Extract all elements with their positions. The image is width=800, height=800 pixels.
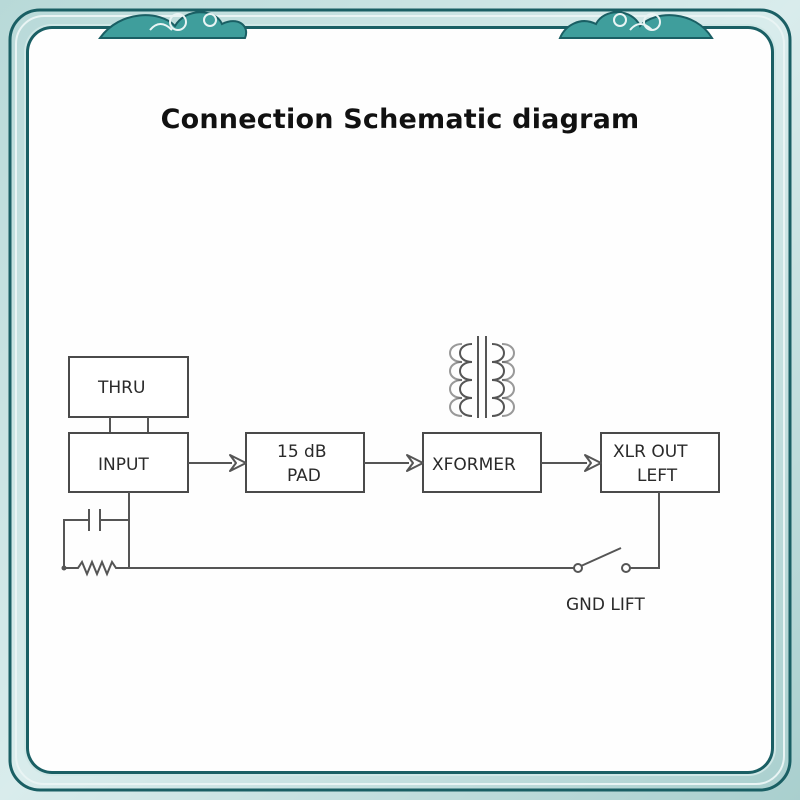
- xlr-label-line1: XLR OUT: [613, 442, 688, 462]
- capacitor-icon: [63, 509, 129, 568]
- arrow-input-to-pad-icon: [188, 454, 247, 472]
- input-label: INPUT: [98, 455, 149, 475]
- thru-label: THRU: [97, 378, 145, 398]
- gnd-lift-label: GND LIFT: [566, 595, 645, 615]
- xlr-label-line2: LEFT: [637, 466, 678, 486]
- arrow-pad-to-xformer-icon: [364, 454, 424, 472]
- input-block: [68, 432, 189, 493]
- pad-label-line1: 15 dB: [277, 442, 327, 462]
- arrow-xformer-to-xlr-icon: [541, 454, 602, 472]
- transformer-symbol-icon: [449, 336, 515, 418]
- pad-label-line2: PAD: [287, 466, 321, 486]
- cloud-ornament-left-icon: [98, 11, 248, 39]
- xlr-out-block: [600, 432, 720, 493]
- gnd-lift-switch-icon: [573, 492, 660, 573]
- cloud-ornament-right-icon: [558, 11, 714, 39]
- thru-block: [68, 356, 189, 418]
- resistor-icon: [64, 559, 129, 577]
- diagram-title: Connection Schematic diagram: [160, 104, 640, 135]
- xformer-label: XFORMER: [432, 455, 516, 475]
- xformer-block: [422, 432, 542, 493]
